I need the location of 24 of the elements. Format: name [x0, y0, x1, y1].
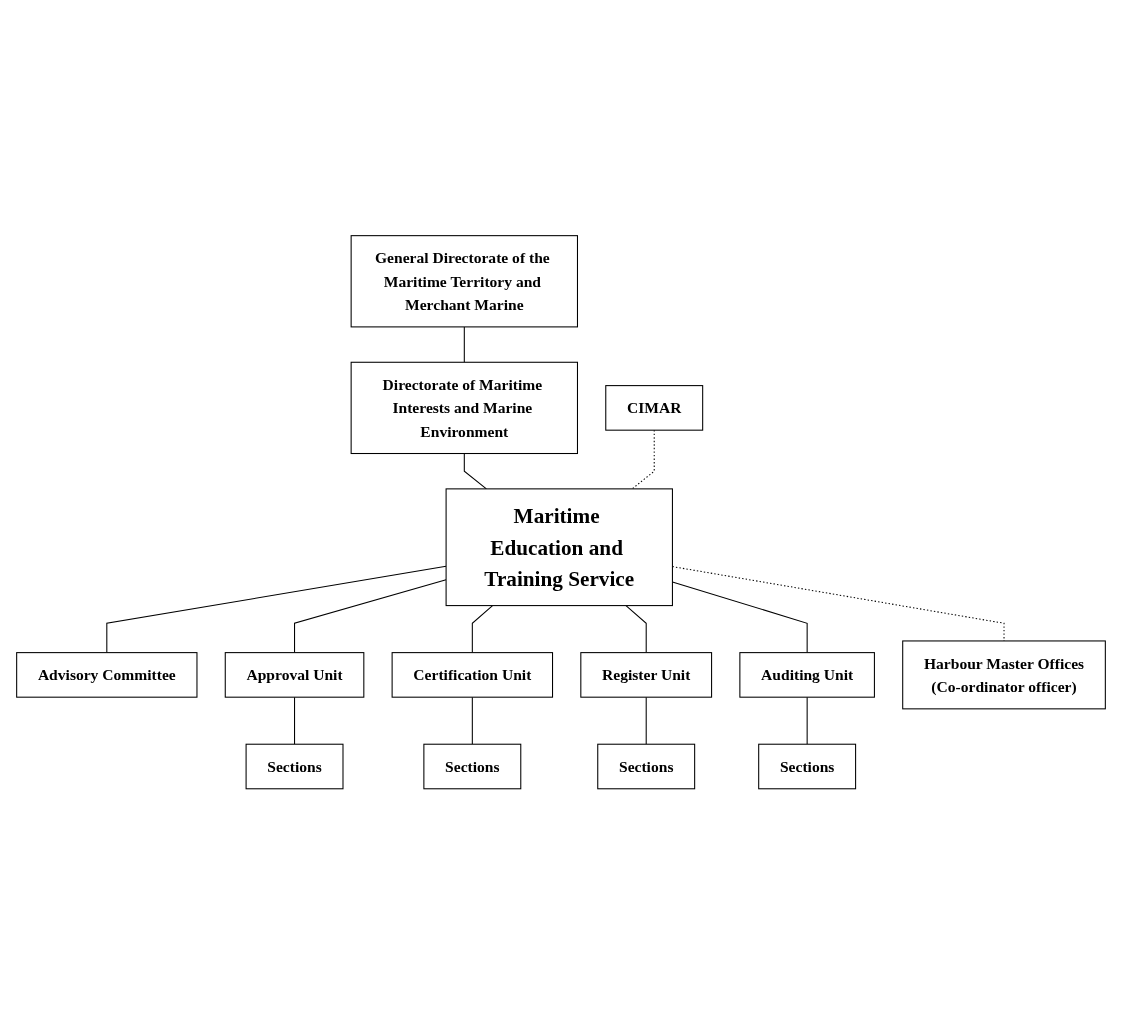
node-box: Sections: [597, 743, 696, 790]
connector: [645, 696, 647, 746]
connector: [294, 696, 296, 746]
node-box: Sections: [758, 743, 857, 790]
connector: [463, 326, 465, 364]
node-box: Approval Unit: [224, 652, 365, 698]
node-box: Register Unit: [580, 652, 713, 698]
connector: [463, 453, 487, 490]
node-box: General Directorate of the Maritime Territory and Merchant Marine: [350, 235, 578, 328]
node-box: Auditing Unit: [739, 652, 875, 698]
node-box: Certification Unit: [391, 652, 554, 698]
node-box: Harbour Master Offices (Co-ordinator officer): [902, 640, 1106, 710]
node-box: Directorate of Maritime Interests and Marine Environment: [350, 362, 578, 455]
connector: [806, 696, 808, 746]
node-box: Sections: [423, 743, 522, 790]
node-box: CIMAR: [605, 385, 704, 431]
connector: [625, 605, 647, 654]
node-box: Sections: [245, 743, 344, 790]
connector: [471, 605, 494, 654]
node-box: Advisory Committee: [16, 652, 198, 698]
node-box: Maritime Education and Training Service: [445, 488, 673, 607]
connector: [106, 566, 447, 654]
connector: [294, 579, 447, 654]
connector: [471, 696, 473, 746]
